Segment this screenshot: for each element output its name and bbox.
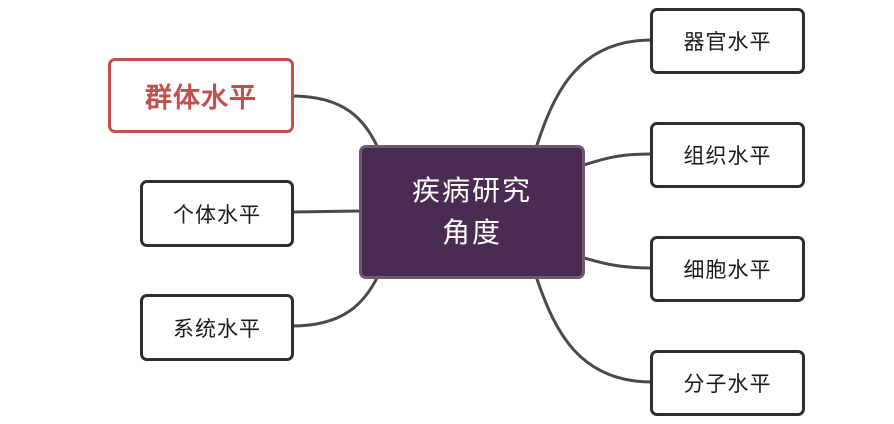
branch-label-molecule-level: 分子水平: [683, 372, 772, 396]
branch-label-individual-level: 个体水平: [173, 202, 261, 227]
branch-node-group-level[interactable]: 群体水平: [108, 58, 294, 133]
connector-molecule-level: [535, 277, 654, 384]
central-topic-line2: 角度: [441, 216, 502, 249]
branch-label-cell-level: 细胞水平: [683, 258, 772, 282]
branch-label-group-level: 群体水平: [145, 83, 257, 114]
branch-node-tissue-level[interactable]: 组织水平: [650, 122, 805, 188]
branch-label-system-level: 系统水平: [173, 316, 261, 341]
branch-node-system-level[interactable]: 系统水平: [140, 294, 294, 361]
connector-organ-level: [535, 38, 654, 147]
central-topic-node[interactable]: 疾病研究 角度: [359, 145, 585, 279]
branch-node-organ-level[interactable]: 器官水平: [650, 8, 805, 74]
connector-cell-level: [582, 256, 654, 270]
branch-node-cell-level[interactable]: 细胞水平: [650, 236, 805, 302]
branch-node-molecule-level[interactable]: 分子水平: [650, 350, 805, 416]
connector-tissue-level: [582, 152, 654, 167]
branch-label-tissue-level: 组织水平: [683, 144, 772, 168]
connector-individual-level: [290, 209, 362, 214]
connector-group-level: [290, 94, 380, 150]
branch-node-individual-level[interactable]: 个体水平: [140, 180, 294, 247]
central-topic-line1: 疾病研究: [411, 174, 532, 207]
branch-label-organ-level: 器官水平: [683, 30, 772, 54]
connector-system-level: [290, 274, 380, 328]
